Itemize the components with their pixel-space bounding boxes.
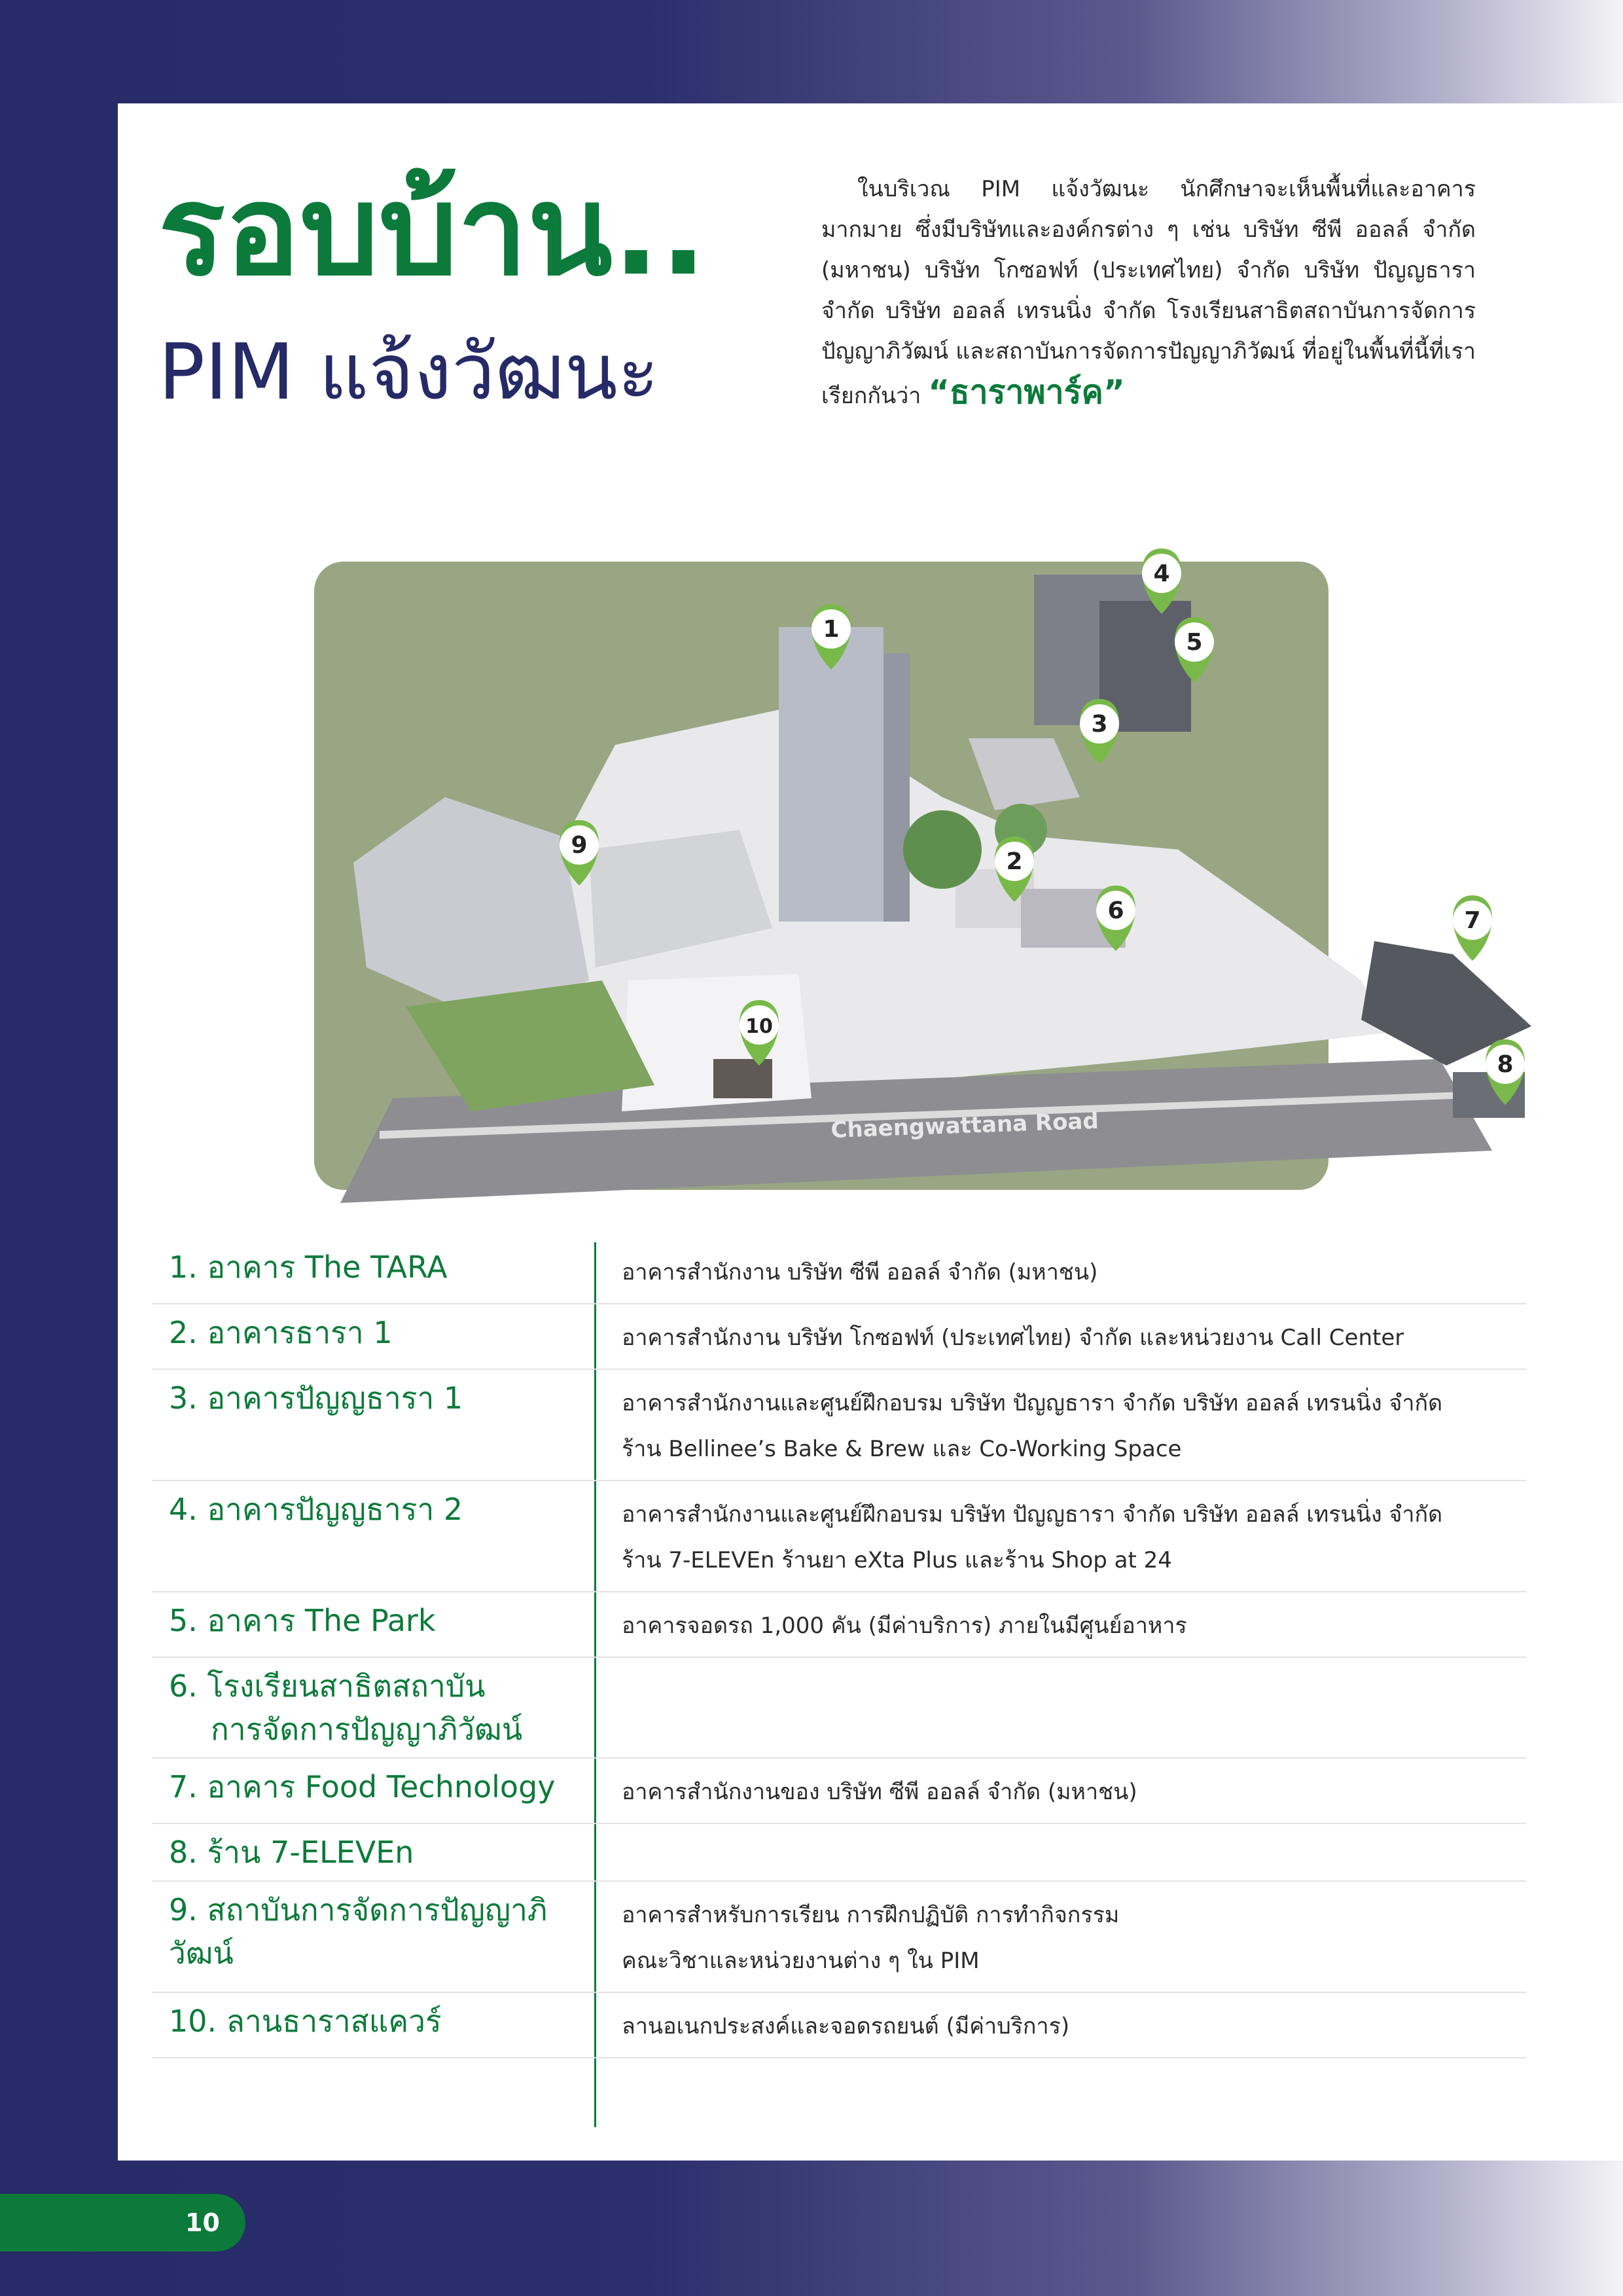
- map-marker-8[interactable]: 8: [1486, 1039, 1525, 1105]
- desc-line: อาคารสำนักงาน บริษัท โกซอฟท์ (ประเทศไทย)…: [622, 1325, 1404, 1351]
- page-title: รอบบ้าน..: [158, 158, 707, 303]
- building-name: 3. อาคารปัญญธารา 1: [169, 1380, 463, 1416]
- map-marker-2[interactable]: 2: [995, 836, 1034, 902]
- table-row: 6. โรงเรียนสาธิตสถาบัน การจัดการปัญญาภิว…: [152, 1658, 1526, 1759]
- table-row: 3. อาคารปัญญธารา 1 อาคารสำนักงานและศูนย์…: [152, 1370, 1526, 1481]
- page-number-tab: 10: [0, 2194, 245, 2251]
- building-pim-2: [589, 830, 772, 967]
- map-marker-label: 5: [1186, 629, 1202, 656]
- table-row: 9. สถาบันการจัดการปัญญาภิวัฒน์ อาคารสำหร…: [152, 1882, 1526, 1993]
- square-kiosk: [713, 1059, 772, 1098]
- map-marker-10[interactable]: 10: [740, 1000, 779, 1066]
- table-row: 4. อาคารปัญญธารา 2 อาคารสำนักงานและศูนย์…: [152, 1481, 1526, 1592]
- map-marker-3[interactable]: 3: [1080, 699, 1119, 764]
- map-marker-label: 1: [823, 616, 839, 643]
- building-name: 7. อาคาร Food Technology: [169, 1769, 556, 1804]
- building-the-tara: [779, 627, 883, 922]
- building-desc: อาคารสำนักงาน บริษัท โกซอฟท์ (ประเทศไทย)…: [596, 1304, 1526, 1369]
- building-panyathara-1: [969, 738, 1080, 810]
- desc-line: ร้าน 7-ELEVEn ร้านยา eXta Plus และร้าน S…: [622, 1547, 1172, 1573]
- page-subtitle: PIM แจ้งวัฒนะ: [158, 327, 659, 417]
- building-desc: อาคารจอดรถ 1,000 คัน (มีค่าบริการ) ภายใน…: [596, 1592, 1526, 1657]
- map-marker-label: 8: [1497, 1051, 1513, 1078]
- map-marker-label: 9: [571, 832, 587, 859]
- building-pim: [353, 797, 589, 1020]
- desc-line: อาคารสำหรับการเรียน การฝึกปฏิบัติ การทำก…: [622, 1902, 1120, 1928]
- table-row: 8. ร้าน 7-ELEVEn: [152, 1824, 1526, 1882]
- desc-line: อาคารสำนักงาน บริษัท ซีพี ออลล์ จำกัด (ม…: [622, 1259, 1098, 1285]
- table-divider: [594, 1242, 596, 2127]
- building-name: 9. สถาบันการจัดการปัญญาภิวัฒน์: [169, 1892, 548, 1971]
- building-desc: อาคารสำหรับการเรียน การฝึกปฏิบัติ การทำก…: [596, 1882, 1526, 1992]
- table-row: 1. อาคาร The TARA อาคารสำนักงาน บริษัท ซ…: [152, 1239, 1526, 1304]
- building-desc: [596, 1658, 1526, 1757]
- name-line: 6. โรงเรียนสาธิตสถาบัน: [169, 1668, 486, 1704]
- page-sheet: รอบบ้าน.. PIM แจ้งวัฒนะ ในบริเวณ PIM แจ้…: [118, 103, 1623, 2161]
- desc-line: ลานอเนกประสงค์และจอดรถยนต์ (มีค่าบริการ): [622, 2013, 1070, 2039]
- building-food-technology: [1361, 941, 1531, 1066]
- desc-line: คณะวิชาและหน่วยงานต่าง ๆ ใน PIM: [622, 1948, 980, 1974]
- table-row: 2. อาคารธารา 1 อาคารสำนักงาน บริษัท โกซอ…: [152, 1304, 1526, 1370]
- building-desc: อาคารสำนักงานและศูนย์ฝึกอบรม บริษัท ปัญญ…: [596, 1481, 1526, 1591]
- building-name: 6. โรงเรียนสาธิตสถาบัน การจัดการปัญญาภิว…: [152, 1658, 596, 1757]
- road-lane: [380, 1092, 1469, 1139]
- map-marker-7[interactable]: 7: [1453, 895, 1492, 961]
- intro-highlight: “ธาราพาร์ค”: [928, 373, 1125, 411]
- table-row: 5. อาคาร The Park อาคารจอดรถ 1,000 คัน (…: [152, 1592, 1526, 1658]
- page-number: 10: [185, 2208, 220, 2237]
- building-the-tara-side: [883, 653, 910, 922]
- map-marker-label: 10: [745, 1015, 773, 1038]
- desc-line: อาคารจอดรถ 1,000 คัน (มีค่าบริการ) ภายใน…: [622, 1613, 1187, 1639]
- map-marker-label: 4: [1153, 560, 1169, 587]
- desc-line: อาคารสำนักงานและศูนย์ฝึกอบรม บริษัท ปัญญ…: [622, 1390, 1443, 1416]
- name-line: การจัดการปัญญาภิวัฒน์: [211, 1712, 523, 1747]
- building-name: 8. ร้าน 7-ELEVEn: [169, 1835, 414, 1870]
- building-desc: ลานอเนกประสงค์และจอดรถยนต์ (มีค่าบริการ): [596, 1993, 1526, 2057]
- intro-text: ในบริเวณ PIM แจ้งวัฒนะ นักศึกษาจะเห็นพื้…: [821, 176, 1476, 409]
- building-name: 4. อาคารปัญญธารา 2: [169, 1492, 463, 1527]
- table-row: 7. อาคาร Food Technology อาคารสำนักงานขอ…: [152, 1759, 1526, 1824]
- green-area: [406, 980, 654, 1111]
- map-marker-9[interactable]: 9: [560, 820, 599, 886]
- campus-map: Chaengwattana Road 1 2 3: [314, 548, 1531, 1203]
- map-marker-6[interactable]: 6: [1096, 886, 1135, 951]
- building-name: 1. อาคาร The TARA: [169, 1249, 448, 1285]
- desc-line: อาคารสำนักงานของ บริษัท ซีพี ออลล์ จำกัด…: [622, 1779, 1137, 1805]
- building-desc: [596, 1824, 1526, 1880]
- map-marker-label: 3: [1091, 711, 1107, 738]
- table-row: 10. ลานธาราสแควร์ ลานอเนกประสงค์และจอดรถ…: [152, 1993, 1526, 2058]
- building-desc: อาคารสำนักงานและศูนย์ฝึกอบรม บริษัท ปัญญ…: [596, 1370, 1526, 1480]
- building-desc: อาคารสำนักงาน บริษัท ซีพี ออลล์ จำกัด (ม…: [596, 1239, 1526, 1303]
- map-marker-1[interactable]: 1: [812, 604, 851, 670]
- building-name: 2. อาคารธารา 1: [169, 1315, 393, 1350]
- building-name: 5. อาคาร The Park: [169, 1603, 436, 1638]
- building-name: 10. ลานธาราสแควร์: [169, 2003, 442, 2039]
- map-marker-label: 6: [1107, 897, 1124, 924]
- map-marker-label: 2: [1006, 848, 1022, 875]
- map-marker-label: 7: [1464, 907, 1480, 934]
- desc-line: อาคารสำนักงานและศูนย์ฝึกอบรม บริษัท ปัญญ…: [622, 1501, 1443, 1528]
- desc-line: ร้าน Bellinee’s Bake & Brew และ Co-Worki…: [622, 1436, 1182, 1462]
- garden: [903, 810, 982, 889]
- map-marker-5[interactable]: 5: [1175, 617, 1214, 683]
- building-table: 1. อาคาร The TARA อาคารสำนักงาน บริษัท ซ…: [152, 1239, 1526, 2058]
- building-desc: อาคารสำนักงานของ บริษัท ซีพี ออลล์ จำกัด…: [596, 1759, 1526, 1823]
- intro-paragraph: ในบริเวณ PIM แจ้งวัฒนะ นักศึกษาจะเห็นพื้…: [821, 169, 1476, 416]
- map-marker-4[interactable]: 4: [1142, 548, 1181, 614]
